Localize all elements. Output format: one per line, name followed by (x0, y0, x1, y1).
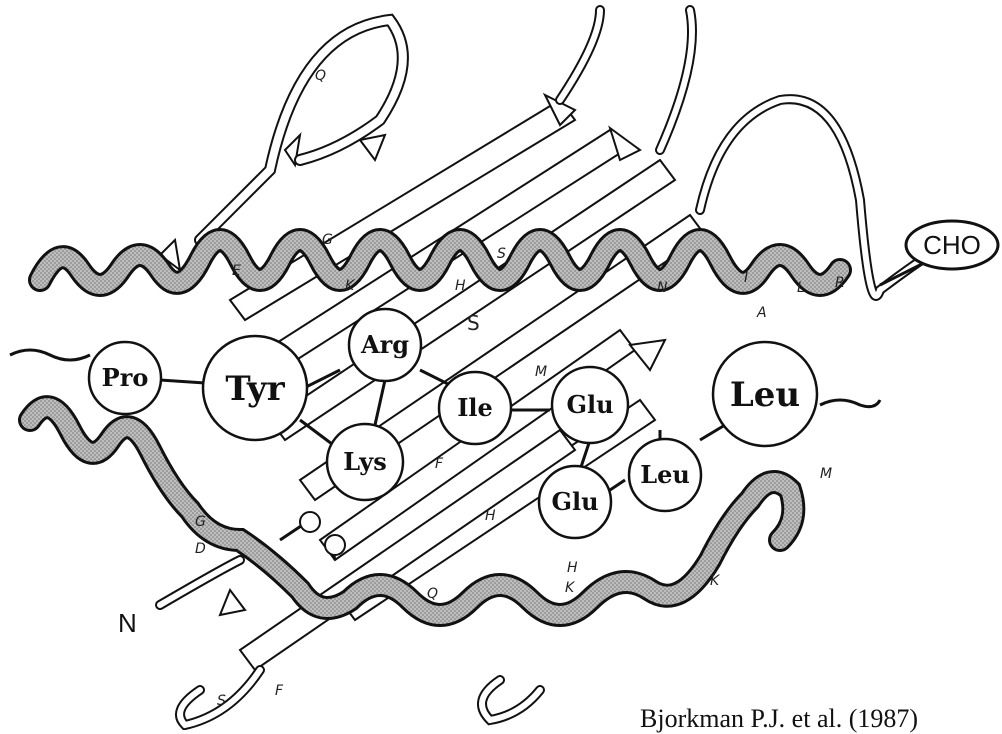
residue-tyr-label: Tyr (225, 369, 285, 409)
aa-letter: H (567, 560, 578, 576)
aa-letter: M (820, 466, 832, 482)
aa-letter: A (756, 305, 767, 321)
residue-leu-right-label: Leu (730, 375, 800, 415)
residue-pro-label: Pro (102, 363, 149, 392)
aa-letter: S (217, 693, 226, 709)
residue-leu-small-label: Leu (640, 460, 690, 489)
strand-arrow-7 (220, 590, 245, 615)
residue-ile-label: Ile (457, 393, 493, 422)
aa-letter: Q (427, 586, 438, 602)
alpha-helix-upper (40, 240, 840, 285)
aa-letter: H (455, 278, 466, 294)
aa-letter: M (535, 364, 547, 380)
alpha-helix-lower (30, 407, 793, 615)
residue-glu-lower-label: Glu (551, 487, 598, 516)
aa-letter: G (195, 514, 206, 530)
cho-label: CHO (923, 230, 981, 260)
aa-letter: F (275, 683, 284, 699)
n-terminus-label: N (118, 608, 137, 638)
residue-lys-label: Lys (343, 447, 386, 476)
strand-arrow-5 (630, 340, 665, 370)
aa-letter: H (485, 508, 496, 524)
beta-strand-7 (240, 430, 575, 670)
aa-letter: G (322, 232, 333, 248)
aa-letter: Q (315, 68, 326, 84)
aa-letter: L (797, 280, 805, 296)
aa-letter: R (835, 275, 845, 291)
aa-letter: F (435, 456, 444, 472)
aa-letter: S (467, 311, 480, 335)
top-right-strands (560, 10, 692, 150)
aa-letter: I (744, 270, 748, 286)
aa-letter: S (497, 246, 506, 262)
residue-glu-upper-label: Glu (566, 390, 613, 419)
small-circle-2 (325, 535, 345, 555)
aa-letter: N (657, 280, 668, 296)
aa-letter: K (710, 573, 721, 589)
aa-letter: K (565, 580, 576, 596)
aa-letter: D (195, 541, 206, 557)
strand-arrow-4 (360, 135, 385, 160)
small-circle-1 (300, 512, 320, 532)
residue-arg-label: Arg (360, 330, 409, 359)
aa-letter: E (232, 263, 241, 279)
